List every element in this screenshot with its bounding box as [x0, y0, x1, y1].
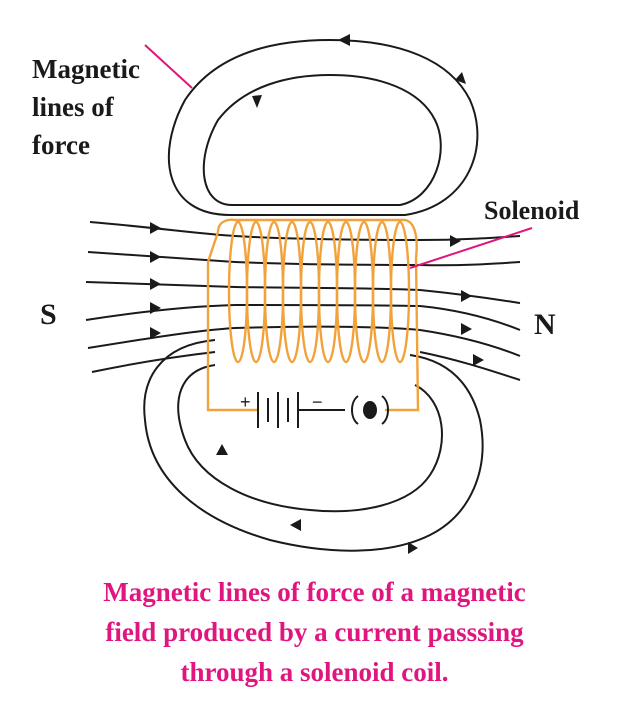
magnetic-lines-label-line-3: force: [32, 130, 90, 160]
field-loop-lower-outer: [143, 339, 484, 552]
caption-line-1: Magnetic lines of force of a magnetic: [103, 577, 526, 607]
plug-key-icon: [351, 395, 389, 425]
field-direction-arrows: [150, 34, 484, 554]
solenoid-coil: [206, 218, 420, 412]
field-line-5: [87, 325, 521, 357]
north-pole-label: N: [534, 308, 556, 341]
field-loop-upper-outer: [167, 38, 479, 216]
solenoid-label: Solenoid: [484, 196, 580, 225]
field-line-2: [87, 251, 521, 267]
solenoid-pointer: [409, 227, 533, 269]
field-loop-upper-inner: [202, 73, 442, 206]
field-line-6: [91, 351, 521, 381]
battery-plus-sign: +: [240, 392, 251, 412]
magnetic-lines-label: Magnetic lines of force: [32, 50, 140, 164]
magnetic-lines-label-line-2: lines of: [32, 92, 114, 122]
magnetic-lines-label-line-1: Magnetic: [32, 54, 140, 84]
caption-line-2: field produced by a current passsing: [105, 617, 524, 647]
caption-line-3: through a solenoid coil.: [180, 657, 449, 687]
field-line-3: [85, 281, 521, 304]
battery-minus-sign: −: [312, 392, 323, 412]
field-line-4: [85, 303, 521, 331]
battery-cells-icon: [257, 392, 345, 428]
south-pole-label: S: [40, 298, 57, 331]
magnetic-lines-pointer: [144, 44, 193, 89]
figure-caption: Magnetic lines of force of a magnetic fi…: [0, 572, 629, 692]
field-loop-lower-inner: [177, 364, 443, 513]
